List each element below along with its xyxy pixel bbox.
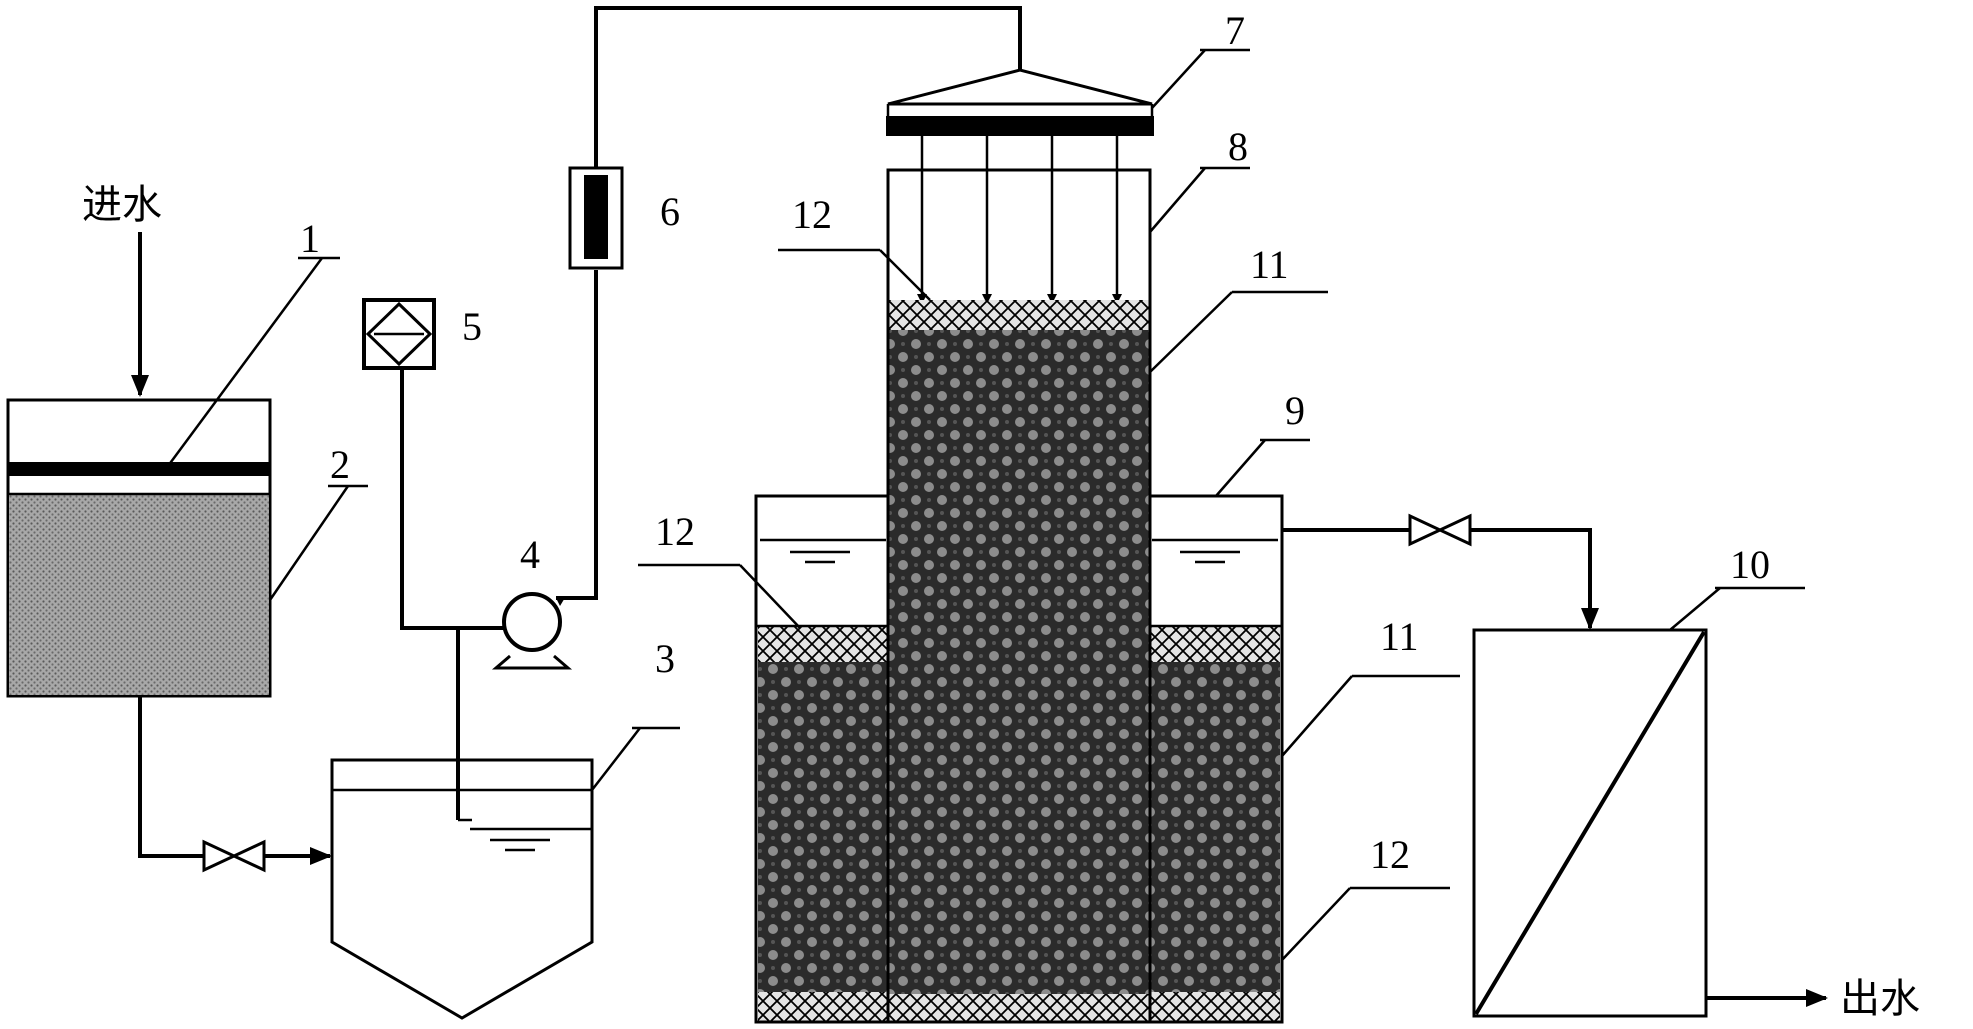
valve-1 [202, 839, 266, 873]
dosing-device [362, 298, 436, 370]
leader-3 [591, 727, 641, 791]
label-2: 2 [330, 442, 350, 487]
leader-9 [1215, 439, 1266, 497]
label-4: 4 [520, 532, 540, 577]
leader-11-top [1149, 291, 1233, 373]
label-5: 5 [462, 304, 482, 349]
leader-10 [1669, 587, 1721, 631]
spray-arrows [917, 136, 1122, 304]
leader-1 [166, 257, 324, 467]
label-12-bottom: 12 [1370, 832, 1410, 877]
sand-filter-tank [6, 398, 272, 698]
label-9: 9 [1285, 388, 1305, 433]
supply-pipe [594, 6, 1022, 168]
label-12-top: 12 [792, 192, 832, 237]
pump [491, 592, 573, 670]
inlet-label: 进水 [82, 182, 162, 228]
label-3: 3 [655, 636, 675, 681]
label-7: 7 [1225, 8, 1245, 53]
outlet-label: 出水 [1840, 976, 1920, 1022]
label-11-bottom: 11 [1380, 614, 1419, 659]
storage-tank [330, 758, 594, 1020]
pump-outlet-pipe [556, 270, 598, 600]
flow-meter [568, 166, 624, 270]
label-10: 10 [1730, 542, 1770, 587]
label-12-mid: 12 [655, 509, 695, 554]
spray-distributor [886, 68, 1154, 136]
leader-12-bottom [1281, 887, 1351, 961]
dosing-line [400, 365, 458, 630]
leader-8 [1149, 167, 1206, 233]
valve-2 [1408, 513, 1472, 547]
pipe-tank2-out [138, 696, 204, 858]
pipe-to-tank10 [1470, 528, 1599, 630]
label-11-top: 11 [1250, 242, 1289, 287]
leader-2 [268, 485, 350, 601]
label-6: 6 [660, 189, 680, 234]
leader-11-bottom [1281, 675, 1353, 757]
final-tank [1472, 628, 1708, 1018]
label-1: 1 [300, 216, 320, 261]
leader-7 [1151, 49, 1206, 109]
reactor [754, 168, 1284, 1024]
label-8: 8 [1228, 124, 1248, 169]
